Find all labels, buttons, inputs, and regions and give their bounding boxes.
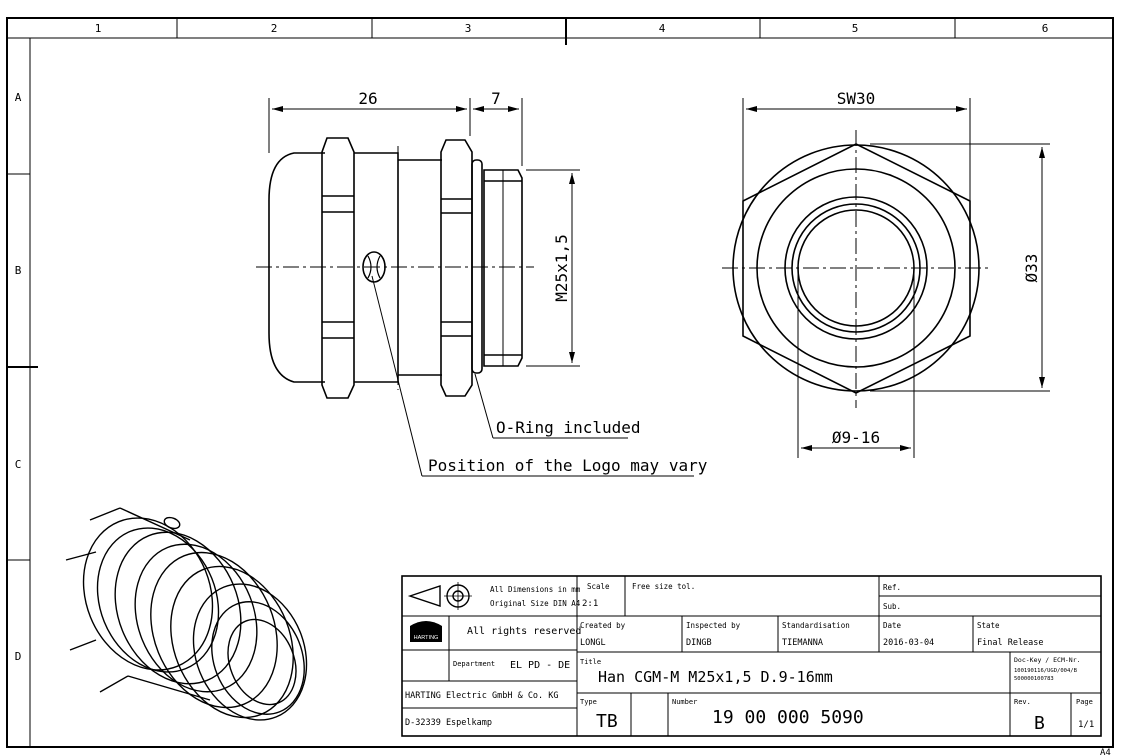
company-address: D-32339 Espelkamp (405, 718, 492, 728)
title-block-text: All Dimensions in mm Original Size DIN A… (405, 582, 1094, 734)
zone-col-6: 6 (1042, 22, 1049, 35)
body-hex (440, 139, 473, 397)
type-value: TB (596, 711, 618, 732)
ref-label: Ref. (883, 583, 901, 592)
scale-value: 2:1 (582, 599, 598, 609)
dim-across-flats: SW30 (837, 89, 876, 108)
dims-note-2: Original Size DIN A4 (490, 599, 581, 608)
number-value: 19 00 000 5090 (712, 707, 864, 728)
thread (483, 169, 523, 367)
zone-col-4: 4 (659, 22, 666, 35)
zone-row-c: C (15, 458, 22, 471)
zone-col-1: 1 (95, 22, 102, 35)
date-label: Date (883, 621, 902, 630)
tolerance-label: Free size tol. (632, 582, 695, 591)
dockey-line-1: 100190116/UGD/004/B (1014, 668, 1078, 674)
number-label: Number (672, 698, 697, 706)
note-leaders (371, 275, 694, 477)
scale-label: Scale (587, 582, 610, 591)
projection-symbol (407, 582, 472, 610)
dim-clamping-range: Ø9-16 (832, 428, 880, 447)
created-value: LONGL (580, 638, 606, 648)
compression-nut (321, 137, 355, 399)
type-label: Type (580, 698, 597, 706)
state-value: Final Release (977, 638, 1044, 648)
zone-row-d: D (15, 650, 22, 663)
standard-value: TIEMANNA (782, 638, 823, 648)
company-name: HARTING Electric GmbH & Co. KG (405, 691, 559, 701)
dim-length-thread: 7 (491, 89, 501, 108)
sub-label: Sub. (883, 602, 901, 611)
created-label: Created by (580, 621, 626, 630)
standard-label: Standardisation (782, 621, 850, 630)
zone-row-a: A (15, 91, 22, 104)
rights-text: All rights reserved (467, 626, 581, 637)
zone-col-2: 2 (271, 22, 278, 35)
side-view (268, 137, 523, 399)
harting-logo: HARTING (410, 621, 442, 642)
state-label: State (977, 621, 1000, 630)
front-dimensions (742, 98, 1050, 458)
inspected-value: DINGB (686, 638, 712, 648)
logo-note: Position of the Logo may vary (428, 456, 708, 475)
dim-length-body: 26 (358, 89, 377, 108)
isometric-view (65, 507, 308, 721)
dim-thread: M25x1,5 (552, 234, 571, 301)
page-value: 1/1 (1078, 720, 1094, 730)
page-label: Page (1076, 698, 1093, 706)
dims-note-1: All Dimensions in mm (490, 585, 581, 594)
title-value: Han CGM-M M25x1,5 D.9-16mm (598, 668, 833, 686)
dockey-label: Doc-Key / ECM-Nr. (1014, 656, 1081, 664)
inspected-label: Inspected by (686, 621, 741, 630)
sheet-frame (6, 17, 1114, 748)
date-value: 2016-03-04 (883, 638, 934, 648)
front-centerlines (722, 130, 992, 408)
zone-col-5: 5 (852, 22, 859, 35)
zone-row-b: B (15, 264, 22, 277)
svg-text:HARTING: HARTING (414, 635, 439, 641)
title-block-grid (401, 575, 1102, 737)
department-value: EL PD - DE (510, 660, 570, 671)
oring-note: O-Ring included (496, 418, 641, 437)
side-dimensions (268, 98, 580, 367)
zone-col-3: 3 (465, 22, 472, 35)
corner-mark: A4 (1100, 748, 1111, 755)
rev-label: Rev. (1014, 698, 1031, 706)
dockey-line-2: 500000100783 (1014, 676, 1054, 682)
zone-labels: 1 2 3 4 5 6 A B C D (15, 22, 1049, 663)
rev-value: B (1034, 713, 1045, 734)
dim-outer-diameter: Ø33 (1022, 254, 1041, 283)
title-label: Title (580, 658, 601, 666)
department-label: Department (453, 660, 495, 668)
